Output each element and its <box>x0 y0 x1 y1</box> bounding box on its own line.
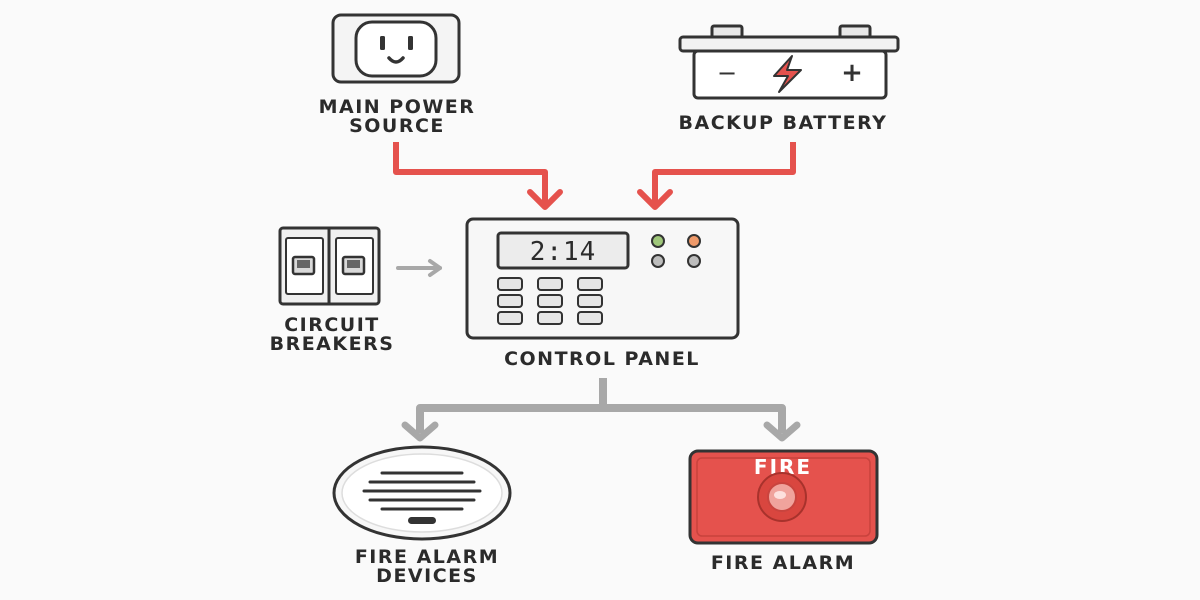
battery-icon: − + <box>678 24 900 100</box>
edge-battery-to-panel <box>637 142 796 210</box>
gray-led-icon <box>651 254 665 268</box>
edge-panel-to-devices <box>401 378 607 442</box>
edge-main-power-to-panel <box>393 142 563 210</box>
circuit-breakers-label-line2: BREAKERS <box>270 333 395 355</box>
panel-display-text: 2:14 <box>530 237 597 267</box>
fire-alarm-label: FIRE ALARM <box>711 552 855 574</box>
control-panel-label: CONTROL PANEL <box>504 348 700 370</box>
control-panel-node: 2:14 CONTROL PANEL <box>465 217 740 370</box>
panel-display <box>496 231 630 270</box>
green-led-icon <box>651 234 665 248</box>
smoke-detector-icon <box>332 445 512 541</box>
battery-plus: + <box>841 58 863 88</box>
fire-alarm-devices-label-line2: DEVICES <box>376 565 478 587</box>
backup-battery-label: BACKUP BATTERY <box>679 112 888 134</box>
edge-panel-to-fire-alarm <box>603 404 801 442</box>
fire-alarm-devices-node: FIRE ALARM DEVICES <box>332 445 512 587</box>
edge-breakers-to-panel <box>396 259 442 277</box>
main-power-label-line1: MAIN POWER <box>319 96 476 118</box>
fire-alarm-pull-station-icon: FIRE <box>688 449 879 545</box>
keypad <box>497 277 603 325</box>
main-power-node: MAIN POWER SOURCE <box>319 13 476 137</box>
circuit-breakers-node: CIRCUIT BREAKERS <box>270 226 395 355</box>
gray-led-icon <box>687 254 701 268</box>
battery-minus: − <box>717 59 737 87</box>
power-outlet-icon <box>331 13 461 84</box>
lightning-bolt-icon <box>773 55 802 93</box>
backup-battery-node: − + BACKUP BATTERY <box>678 24 900 134</box>
fire-alarm-devices-label-line1: FIRE ALARM <box>355 546 499 568</box>
control-panel-icon: 2:14 <box>465 217 740 340</box>
circuit-breaker-icon <box>278 226 381 306</box>
circuit-breakers-label-line1: CIRCUIT <box>284 314 380 336</box>
orange-led-icon <box>687 234 701 248</box>
fire-alarm-node: FIRE FIRE ALARM <box>688 449 879 574</box>
main-power-label-line2: SOURCE <box>349 115 445 137</box>
